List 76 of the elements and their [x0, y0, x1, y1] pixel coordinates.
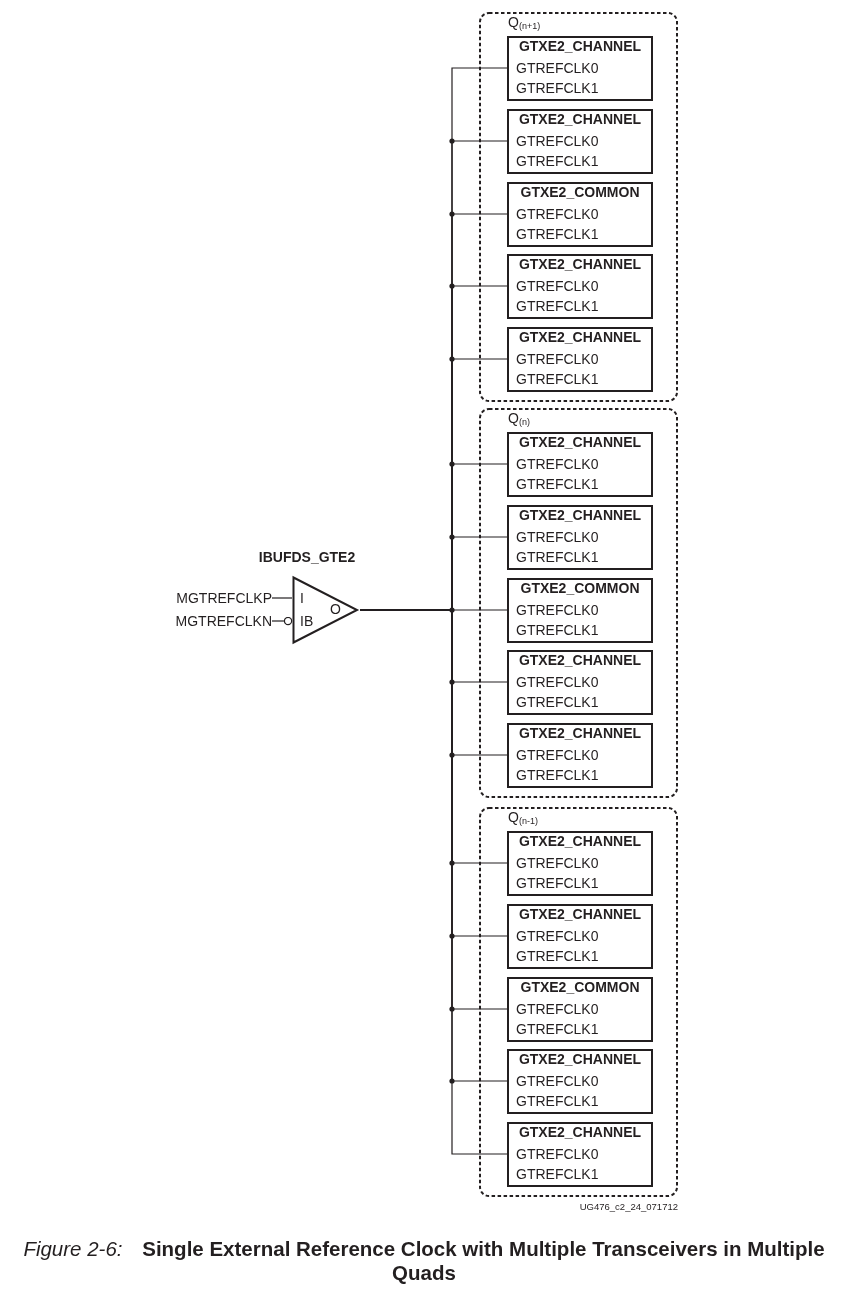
- quad-region: [479, 408, 678, 798]
- port-label: GTREFCLK1: [516, 694, 599, 710]
- quad-label: Q$_{(n-1)}$: [508, 809, 538, 825]
- block-title: GTXE2_COMMON: [520, 184, 640, 200]
- port-label: GTREFCLK1: [516, 371, 599, 387]
- port-label: GTREFCLK0: [516, 928, 599, 944]
- port-label: GTREFCLK1: [516, 622, 599, 638]
- transceiver-block: [507, 254, 653, 319]
- port-label: GTREFCLK1: [516, 298, 599, 314]
- quad-region: [479, 12, 678, 402]
- port-label: GTREFCLK0: [516, 602, 599, 618]
- pin-label: I: [300, 590, 304, 606]
- transceiver-block: [507, 1122, 653, 1187]
- pin-label: IB: [300, 613, 314, 629]
- port-label: GTREFCLK1: [516, 153, 599, 169]
- port-label: GTREFCLK0: [516, 206, 599, 222]
- transceiver-block: [507, 182, 653, 247]
- block-title: GTXE2_CHANNEL: [518, 1051, 642, 1067]
- port-label: GTREFCLK0: [516, 456, 599, 472]
- port-label: GTREFCLK0: [516, 855, 599, 871]
- signal-line: [271, 597, 293, 599]
- port-label: GTREFCLK0: [516, 278, 599, 294]
- port-label: GTREFCLK0: [516, 133, 599, 149]
- port-label: GTREFCLK1: [516, 767, 599, 783]
- block-title: GTXE2_CHANNEL: [518, 652, 642, 668]
- port-label: GTREFCLK1: [516, 948, 599, 964]
- transceiver-block: [507, 650, 653, 715]
- block-title: GTXE2_CHANNEL: [518, 256, 642, 272]
- block-title: GTXE2_CHANNEL: [518, 38, 642, 54]
- figure-id: UG476_c2_24_071712: [579, 1201, 678, 1213]
- port-label: GTREFCLK0: [516, 529, 599, 545]
- port-label: GTREFCLK0: [516, 747, 599, 763]
- transceiver-block: [507, 723, 653, 788]
- port-label: GTREFCLK1: [516, 80, 599, 96]
- port-label: GTREFCLK0: [516, 1001, 599, 1017]
- block-title: GTXE2_CHANNEL: [518, 434, 642, 450]
- port-label: GTREFCLK1: [516, 875, 599, 891]
- block-title: GTXE2_CHANNEL: [518, 329, 642, 345]
- transceiver-block: [507, 578, 653, 643]
- port-label: GTREFCLK1: [516, 1093, 599, 1109]
- pin-label: O: [330, 601, 341, 617]
- port-label: GTREFCLK1: [516, 1166, 599, 1182]
- port-label: GTREFCLK1: [516, 226, 599, 242]
- block-title: GTXE2_CHANNEL: [518, 507, 642, 523]
- transceiver-block: [507, 109, 653, 174]
- transceiver-block: [507, 977, 653, 1042]
- port-label: GTREFCLK0: [516, 60, 599, 76]
- transceiver-block: [507, 904, 653, 969]
- port-label: GTREFCLK0: [516, 1073, 599, 1089]
- port-label: GTREFCLK0: [516, 1146, 599, 1162]
- transceiver-block: [507, 36, 653, 101]
- block-title: GTXE2_CHANNEL: [518, 906, 642, 922]
- transceiver-block: [507, 505, 653, 570]
- block-title: GTXE2_CHANNEL: [518, 111, 642, 127]
- transceiver-block: [507, 432, 653, 497]
- port-label: GTREFCLK0: [516, 674, 599, 690]
- block-title: GTXE2_COMMON: [520, 979, 640, 995]
- transceiver-block: [507, 1049, 653, 1114]
- signal-line: [271, 616, 293, 626]
- signal-name: MGTREFCLKP: [176, 589, 272, 607]
- port-label: GTREFCLK1: [516, 476, 599, 492]
- block-title: GTXE2_CHANNEL: [518, 833, 642, 849]
- port-label: GTREFCLK1: [516, 1021, 599, 1037]
- transceiver-block: [507, 831, 653, 896]
- figure-caption: Figure 2-6: Single External Reference Clock with Multiple Transceivers in Multiple Quads: [22, 1237, 826, 1285]
- block-title: GTXE2_COMMON: [520, 580, 640, 596]
- quad-region: [479, 807, 678, 1197]
- quad-label: Q$_{(n)}$: [508, 410, 530, 426]
- transceiver-block: [507, 327, 653, 392]
- signal-name: MGTREFCLKN: [175, 612, 272, 630]
- block-title: GTXE2_CHANNEL: [518, 725, 642, 741]
- quad-label: Q$_{(n+1)}$: [508, 14, 541, 30]
- port-label: GTREFCLK1: [516, 549, 599, 565]
- buffer-name: IBUFDS_GTE2: [258, 549, 356, 565]
- port-label: GTREFCLK0: [516, 351, 599, 367]
- block-title: GTXE2_CHANNEL: [518, 1124, 642, 1140]
